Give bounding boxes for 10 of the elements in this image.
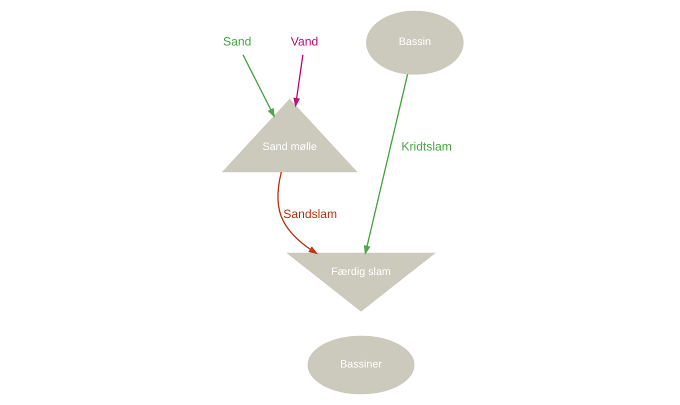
node-ellipse: Bassin — [366, 10, 464, 75]
node-text: Sand — [222, 34, 251, 49]
arrow — [292, 54, 304, 108]
node-text: Vand — [290, 34, 318, 49]
arrow — [276, 172, 318, 254]
arrow — [363, 74, 408, 256]
arrow — [242, 54, 274, 118]
node-ellipse: Bassiner — [307, 336, 414, 394]
edge-label: Kridtslam — [400, 140, 452, 154]
edge-label: Sandslam — [282, 206, 337, 221]
